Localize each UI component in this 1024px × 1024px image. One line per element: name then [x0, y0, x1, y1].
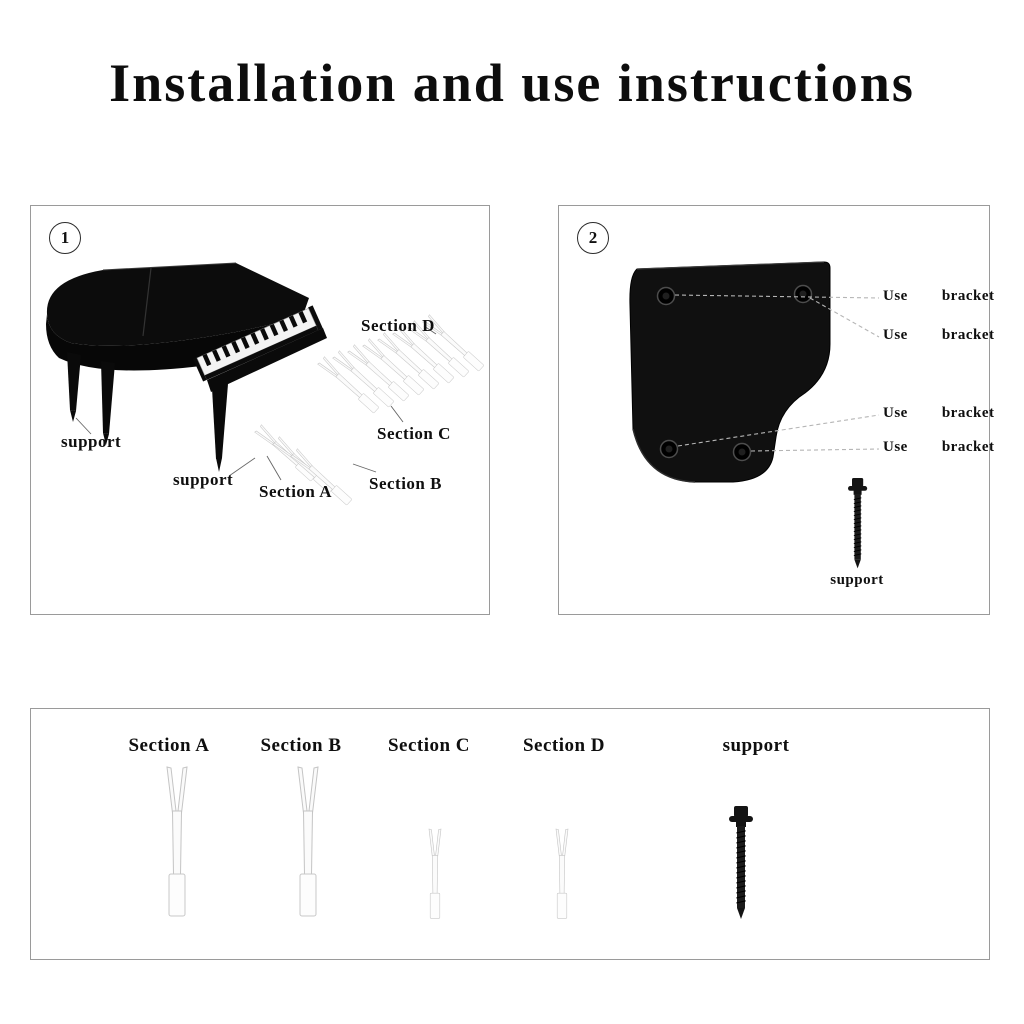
parts-section-c-label: Section C [387, 735, 471, 756]
section-b-label: Section B [369, 474, 442, 493]
parts-support-label: support [722, 735, 790, 756]
parts-section-a-label: Section A [128, 735, 210, 756]
use-bracket-label-4: Use bracket [883, 439, 995, 455]
step-2-panel: 2 Use bracket Use bracket Use bracket Us… [558, 205, 994, 615]
step-1-panel: 1 support support Section A Section B Se… [30, 205, 490, 615]
support-bottom-label: support [173, 470, 234, 489]
step-number-badge: 1 [49, 222, 81, 254]
parts-section-d-label: Section D [522, 735, 606, 756]
section-c-label: Section C [377, 424, 451, 443]
parts-list-panel: Section A Section B Section C Section D … [30, 708, 990, 960]
step-number: 1 [60, 228, 70, 247]
step-number-badge: 2 [577, 222, 609, 254]
parts-section-b-label: Section B [260, 735, 342, 756]
section-a-label: Section A [259, 482, 332, 501]
page-title: Installation and use instructions [109, 53, 915, 113]
use-bracket-label-2: Use bracket [883, 327, 995, 343]
use-bracket-label-1: Use bracket [883, 288, 995, 304]
piano-underside-illustration [629, 261, 880, 569]
use-bracket-label-3: Use bracket [883, 405, 995, 421]
piano-assembly-illustration [46, 262, 485, 507]
section-d-label: Section D [361, 316, 435, 335]
support-left-label: support [61, 432, 122, 451]
step-number: 2 [588, 228, 598, 247]
support-screw-label: support [830, 572, 884, 588]
